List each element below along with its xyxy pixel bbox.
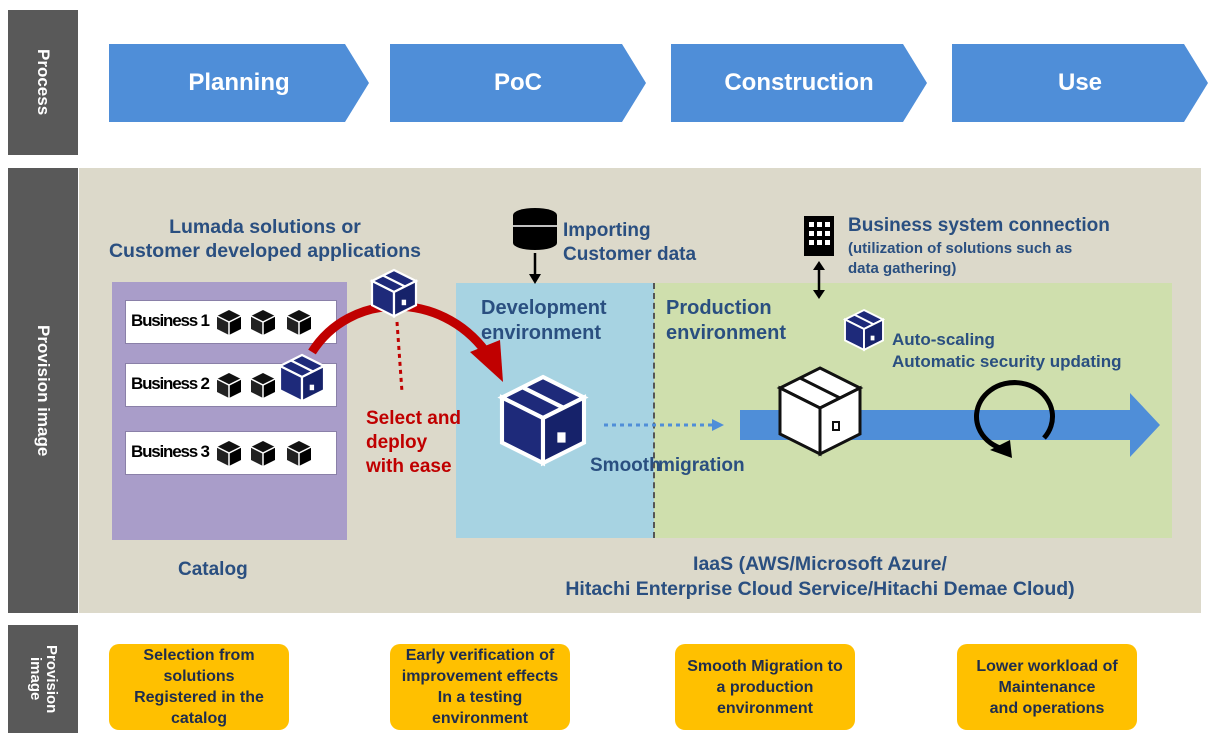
development-env-label: Development environment (481, 297, 607, 344)
benefit-card: Selection from solutions Registered in t… (109, 644, 289, 730)
process-chevrons (109, 44, 1208, 122)
benefit-card: Early verification of improvement effect… (390, 644, 570, 730)
step-construction: Construction (724, 69, 874, 96)
chevron-construction (671, 44, 927, 122)
auto-features: Auto-scaling Automatic security updating (892, 330, 1122, 371)
chevron-poc (390, 44, 646, 122)
business-connection-title: Business system connection (848, 215, 1110, 236)
benefit-card: Lower workload of Maintenance and operat… (957, 644, 1137, 730)
provision-bottom-sidebar: Provision image (8, 625, 78, 733)
iaas-label: IaaS (AWS/Microsoft Azure/ Hitachi Enter… (565, 553, 1075, 600)
business-label: Business 3 (131, 442, 210, 461)
solutions-title: Lumada solutions or Customer developed a… (108, 216, 422, 262)
benefit-card: Smooth Migration to a production environ… (675, 644, 855, 730)
smooth-migration-label-a: Smooth (590, 455, 661, 476)
process-sidebar-label: Process (34, 49, 53, 116)
production-env-label: Production environment (666, 297, 787, 344)
provision-sidebar: Provision image (8, 168, 78, 613)
chevron-use (952, 44, 1208, 122)
select-deploy-note: Select and deploy with ease (366, 408, 462, 477)
business-label: Business 1 (131, 311, 210, 330)
step-poc: PoC (494, 69, 542, 96)
step-planning: Planning (188, 69, 290, 96)
business-label: Business 2 (131, 374, 210, 393)
process-sidebar: Process (8, 10, 78, 155)
provision-bottom-sidebar-label: Provision image (27, 644, 60, 714)
provision-sidebar-label: Provision image (34, 324, 53, 457)
catalog-label: Catalog (178, 559, 248, 580)
chevron-planning (109, 44, 369, 122)
smooth-migration-label-b: migration (658, 455, 745, 476)
business-connection-sub: (utilization of solutions such as data g… (848, 240, 1073, 277)
environment-divider (653, 283, 655, 538)
importing-label: Importing Customer data (563, 220, 697, 265)
step-use: Use (1057, 69, 1103, 96)
